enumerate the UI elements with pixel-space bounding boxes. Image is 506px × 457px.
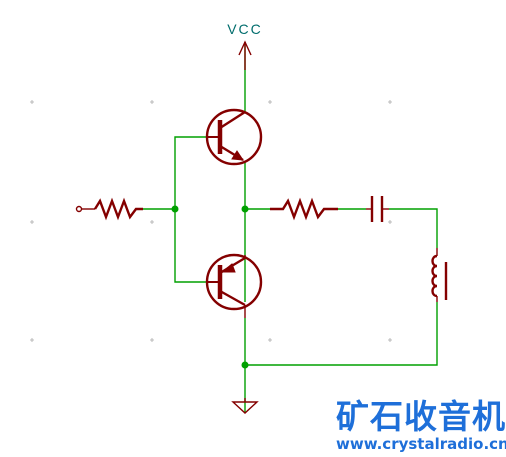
ground-symbol bbox=[231, 398, 259, 414]
input-terminal bbox=[75, 205, 95, 213]
vcc-power-port bbox=[238, 40, 252, 70]
watermark-url: www.crystalradio.cn bbox=[336, 435, 506, 453]
upper-transistor bbox=[205, 108, 263, 166]
vcc-label: VCC bbox=[227, 21, 263, 37]
junction-dot bbox=[241, 361, 249, 369]
wires bbox=[143, 42, 438, 412]
watermark-site-name: 矿石收音机 bbox=[336, 397, 506, 436]
junctions bbox=[171, 205, 249, 369]
grid-marks bbox=[30, 100, 392, 342]
coupling-capacitor bbox=[366, 196, 389, 222]
lower-transistor bbox=[205, 253, 263, 311]
junction-dot bbox=[171, 205, 179, 213]
junction-dot bbox=[241, 205, 249, 213]
input-resistor bbox=[93, 197, 143, 221]
output-resistor bbox=[270, 197, 338, 221]
load-inductor bbox=[431, 248, 448, 302]
